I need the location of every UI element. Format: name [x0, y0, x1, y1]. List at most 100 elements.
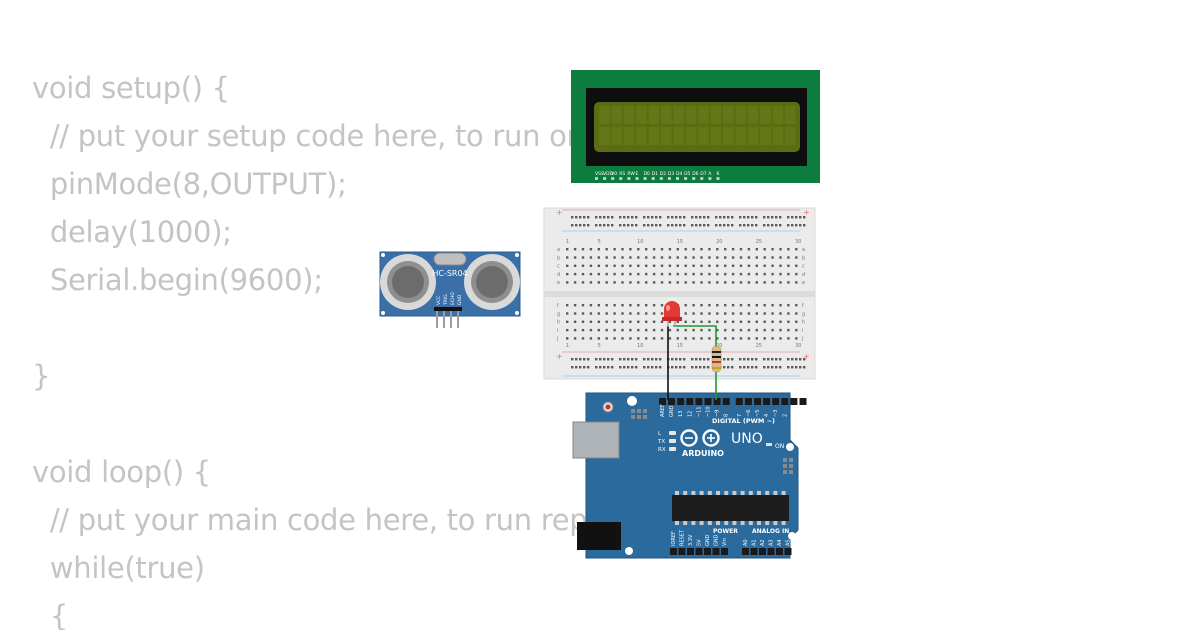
breadboard-hole — [787, 337, 790, 340]
breadboard-hole — [635, 358, 638, 361]
lcd-cell — [710, 127, 722, 145]
breadboard-hole — [623, 358, 626, 361]
breadboard-hole — [719, 216, 722, 219]
breadboard-hole — [763, 320, 766, 323]
lcd-pin-label: A — [708, 171, 712, 177]
column-number: 1 — [566, 343, 569, 349]
breadboard-hole — [775, 366, 778, 369]
row-letter: g — [557, 311, 560, 317]
wire-pin8[interactable] — [673, 325, 717, 400]
led-label: L — [658, 431, 662, 437]
breadboard-hole — [779, 304, 782, 307]
breadboard-hole — [645, 320, 648, 323]
breadboard-hole — [763, 312, 766, 315]
breadboard-hole — [739, 312, 743, 315]
column-number: 25 — [756, 239, 762, 245]
breadboard-hole — [671, 358, 674, 361]
breadboard-hole — [771, 337, 774, 340]
breadboard-hole — [699, 216, 702, 219]
breadboard-hole — [708, 337, 711, 340]
breadboard-hole — [573, 312, 577, 315]
breadboard-hole — [724, 281, 727, 284]
code-line: pinMode(8,OUTPUT); — [32, 167, 347, 201]
code-editor[interactable]: void setup() { // put your setup code he… — [32, 0, 592, 630]
breadboard-hole — [583, 216, 586, 219]
breadboard-hole — [751, 224, 754, 227]
breadboard-hole — [643, 366, 646, 369]
reset-button-cap — [605, 404, 611, 410]
breadboard-hole — [645, 256, 648, 259]
breadboard-hole — [739, 358, 742, 361]
breadboard-hole — [573, 256, 577, 259]
breadboard-hole — [637, 312, 640, 315]
column-number: 10 — [637, 343, 643, 349]
breadboard-hole — [751, 366, 754, 369]
icsp-pin — [643, 409, 647, 413]
header-socket — [754, 398, 761, 405]
breadboard-hole — [589, 328, 593, 332]
breadboard-hole — [716, 304, 719, 307]
breadboard-hole — [645, 248, 648, 251]
breadboard-hole — [739, 366, 742, 369]
resistor[interactable] — [711, 345, 722, 373]
lcd-cell — [611, 106, 622, 124]
header-socket — [772, 398, 780, 405]
breadboard-hole — [716, 256, 719, 259]
crystal — [433, 252, 467, 266]
transducer-left — [380, 254, 436, 310]
red-led[interactable] — [662, 301, 682, 327]
breadboard-hole — [613, 264, 616, 267]
breadboard-hole — [779, 272, 782, 276]
breadboard-hole — [755, 328, 758, 332]
breadboard-hole — [791, 358, 794, 361]
column-number: 15 — [677, 343, 683, 349]
breadboard-hole — [679, 366, 682, 369]
lcd-cell — [673, 127, 684, 145]
breadboard-hole — [629, 337, 632, 340]
breadboard-hole — [631, 224, 634, 227]
breadboard-hole — [671, 224, 674, 227]
power-jack — [577, 522, 621, 550]
lcd-cell — [747, 106, 759, 124]
row-letter: b — [557, 255, 560, 261]
header-socket — [750, 548, 758, 555]
breadboard-hole — [581, 264, 585, 267]
lcd-pin-label: D6 — [692, 171, 698, 177]
breadboard-hole — [739, 304, 743, 307]
chip-pin — [732, 491, 737, 495]
breadboard-hole — [743, 358, 746, 361]
breadboard-hole — [708, 264, 711, 267]
status-led — [669, 447, 676, 451]
breadboard-hole — [566, 256, 569, 259]
header-socket — [742, 548, 749, 555]
wires[interactable] — [667, 325, 717, 400]
breadboard-hole — [629, 256, 632, 259]
breadboard-hole — [803, 366, 806, 369]
arduino-brand-label: ARDUINO — [682, 449, 724, 458]
breadboard-hole — [581, 272, 585, 276]
lcd-pin — [627, 177, 631, 180]
row-letter: e — [557, 280, 560, 286]
breadboard-hole — [581, 304, 585, 307]
breadboard-hole — [668, 320, 672, 323]
lcd-cell — [599, 106, 610, 124]
lcd-cell — [611, 127, 622, 145]
breadboard-hole — [707, 216, 710, 219]
breadboard-hole — [660, 337, 664, 340]
breadboard-hole — [683, 358, 686, 361]
breadboard-hole — [645, 312, 648, 315]
breadboard-hole — [775, 216, 778, 219]
mount-hole — [381, 253, 385, 257]
breadboard-hole — [795, 366, 798, 369]
breadboard-hole — [731, 304, 735, 307]
breadboard-hole — [595, 224, 598, 227]
breadboard-hole — [597, 272, 600, 276]
lcd-cell — [760, 127, 771, 145]
breadboard-hole — [643, 224, 646, 227]
breadboard-hole — [779, 224, 782, 227]
side-header-pin — [789, 470, 793, 474]
